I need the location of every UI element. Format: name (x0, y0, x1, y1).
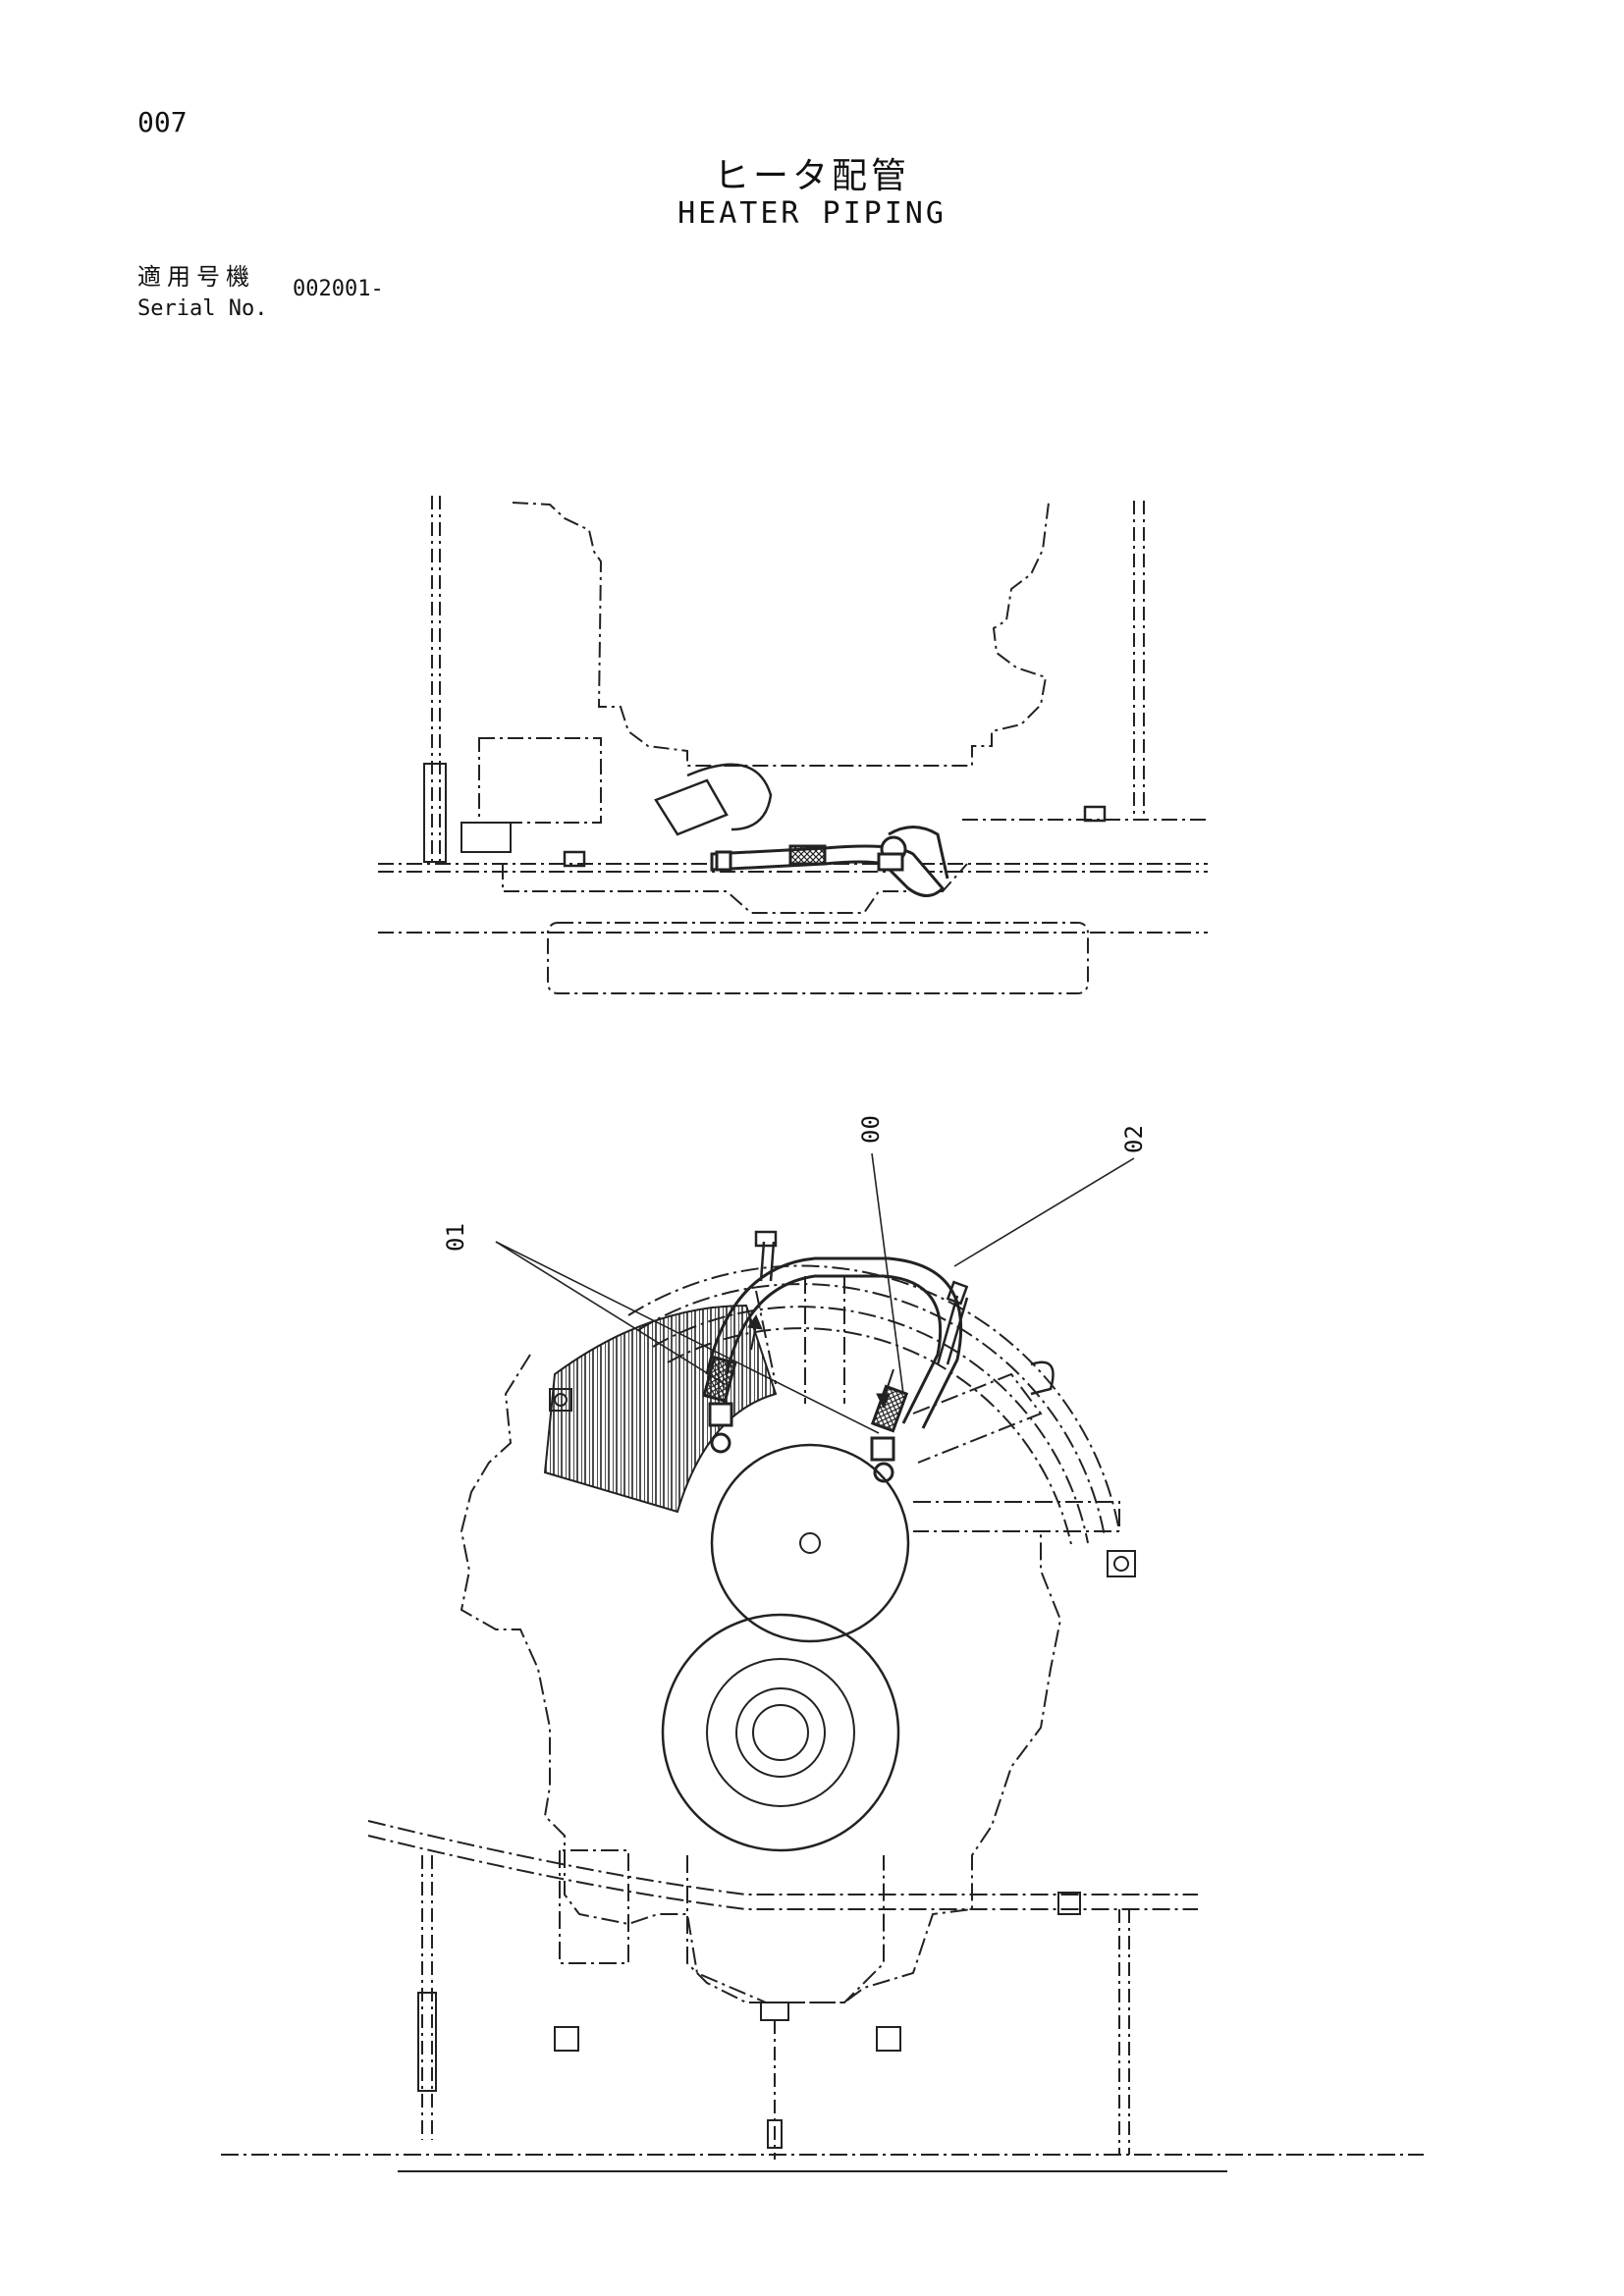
callout-02: 02 (1120, 1125, 1148, 1153)
heater-hose-front (702, 1256, 963, 1483)
oil-pan-front (686, 1855, 885, 2003)
crank-pulley (661, 1613, 900, 1852)
callout-01: 01 (442, 1223, 469, 1252)
heater-valve (936, 1280, 969, 1365)
page-number: 007 (137, 106, 188, 138)
engine-block-front (460, 1354, 1062, 2003)
fan-blades-hatch (543, 1304, 778, 1514)
top-view (378, 496, 1208, 994)
serial-label-jp: 適用号機 (137, 263, 255, 291)
serial-label-en: Serial No. (137, 296, 268, 321)
frame-left (431, 496, 441, 864)
page-title-en: HEATER PIPING (677, 196, 947, 231)
callout-00: 00 (857, 1115, 885, 1144)
serial-value: 002001- (293, 277, 384, 301)
fan-pulley (710, 1443, 910, 1643)
radiator-outline (547, 922, 1089, 994)
frame-right (1133, 501, 1145, 820)
page-title-jp: ヒータ配管 (713, 156, 910, 196)
engine-outline-top (512, 502, 1050, 767)
front-view (221, 1152, 1424, 2172)
heater-hose-top (710, 826, 949, 897)
